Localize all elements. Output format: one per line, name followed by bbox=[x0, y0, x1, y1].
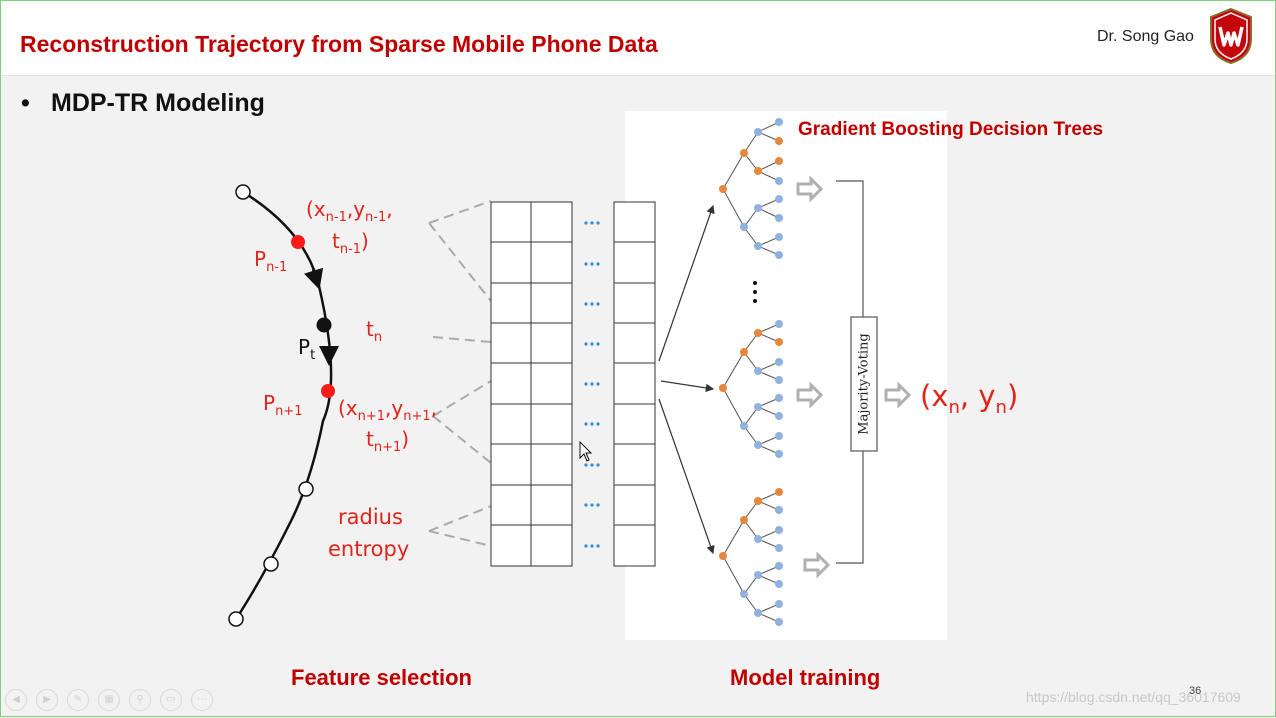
author-name: Dr. Song Gao bbox=[1097, 28, 1194, 45]
decision-tree-1 bbox=[719, 118, 783, 259]
slides-grid-icon[interactable]: ▦ bbox=[98, 689, 120, 711]
view-icon[interactable]: ▭ bbox=[160, 689, 182, 711]
page-number: 36 bbox=[1189, 685, 1202, 697]
majority-voting-box bbox=[850, 316, 878, 452]
bullet-heading: •MDP-TR Modeling bbox=[21, 89, 265, 117]
dashed-connectors bbox=[428, 200, 492, 547]
trajectory-point bbox=[235, 184, 251, 200]
ellipsis-dots bbox=[584, 221, 600, 548]
entropy-label: entropy bbox=[328, 537, 410, 561]
mouse-pointer-icon bbox=[579, 441, 593, 462]
coord-next-time-label: tn+1) bbox=[366, 427, 410, 455]
majority-voting-label: Majority-Voting bbox=[856, 333, 872, 435]
feature-matrix bbox=[490, 201, 656, 567]
zoom-icon[interactable]: ⚲ bbox=[129, 689, 151, 711]
feature-matrix-grid bbox=[491, 202, 655, 566]
decision-tree-3 bbox=[719, 488, 783, 626]
point-t-label: Pt bbox=[298, 335, 316, 363]
next-slide-icon[interactable]: ▶ bbox=[36, 689, 58, 711]
model-panel bbox=[625, 111, 947, 640]
slide-title: Reconstruction Trajectory from Sparse Mo… bbox=[20, 31, 658, 57]
university-crest-icon bbox=[1210, 7, 1252, 65]
point-next-label: Pn+1 bbox=[263, 391, 303, 419]
output-arrows bbox=[796, 175, 912, 579]
pen-icon[interactable]: ✎ bbox=[67, 689, 89, 711]
trajectory-point bbox=[263, 556, 279, 572]
prev-slide-icon[interactable]: ◀ bbox=[5, 689, 27, 711]
gbdt-label: Gradient Boosting Decision Trees bbox=[798, 119, 1104, 140]
tree-ellipsis bbox=[753, 281, 757, 303]
trajectory-curve bbox=[234, 190, 333, 620]
coord-prev-time-label: tn-1) bbox=[332, 229, 369, 257]
point-prev-label: Pn-1 bbox=[254, 247, 288, 275]
result-label: (xn, yn) bbox=[920, 379, 1019, 418]
feature-selection-label: Feature selection bbox=[291, 665, 472, 690]
presentation-toolbar: ◀ ▶ ✎ ▦ ⚲ ▭ ⋯ bbox=[5, 689, 213, 711]
radius-label: radius bbox=[338, 505, 403, 529]
trajectory-point-red bbox=[291, 235, 305, 249]
trajectory-point bbox=[298, 481, 314, 497]
coord-next-label: (xn+1,yn+1, bbox=[338, 396, 438, 424]
time-n-label: tn bbox=[366, 317, 383, 345]
watermark: https://blog.csdn.net/qq_36017609 bbox=[1026, 689, 1241, 705]
coord-prev-label: (xn-1,yn-1, bbox=[306, 197, 393, 225]
trajectory-arrow bbox=[303, 267, 324, 290]
decision-tree-2 bbox=[719, 320, 783, 458]
voting-bracket bbox=[836, 180, 864, 564]
trajectory-point bbox=[228, 611, 244, 627]
model-training-label: Model training bbox=[730, 665, 881, 690]
model-arrows bbox=[658, 204, 715, 555]
trajectory-point-black bbox=[316, 317, 332, 333]
trajectory-point-red bbox=[321, 384, 335, 398]
more-options-icon[interactable]: ⋯ bbox=[191, 689, 213, 711]
slide-header: Reconstruction Trajectory from Sparse Mo… bbox=[1, 1, 1275, 76]
